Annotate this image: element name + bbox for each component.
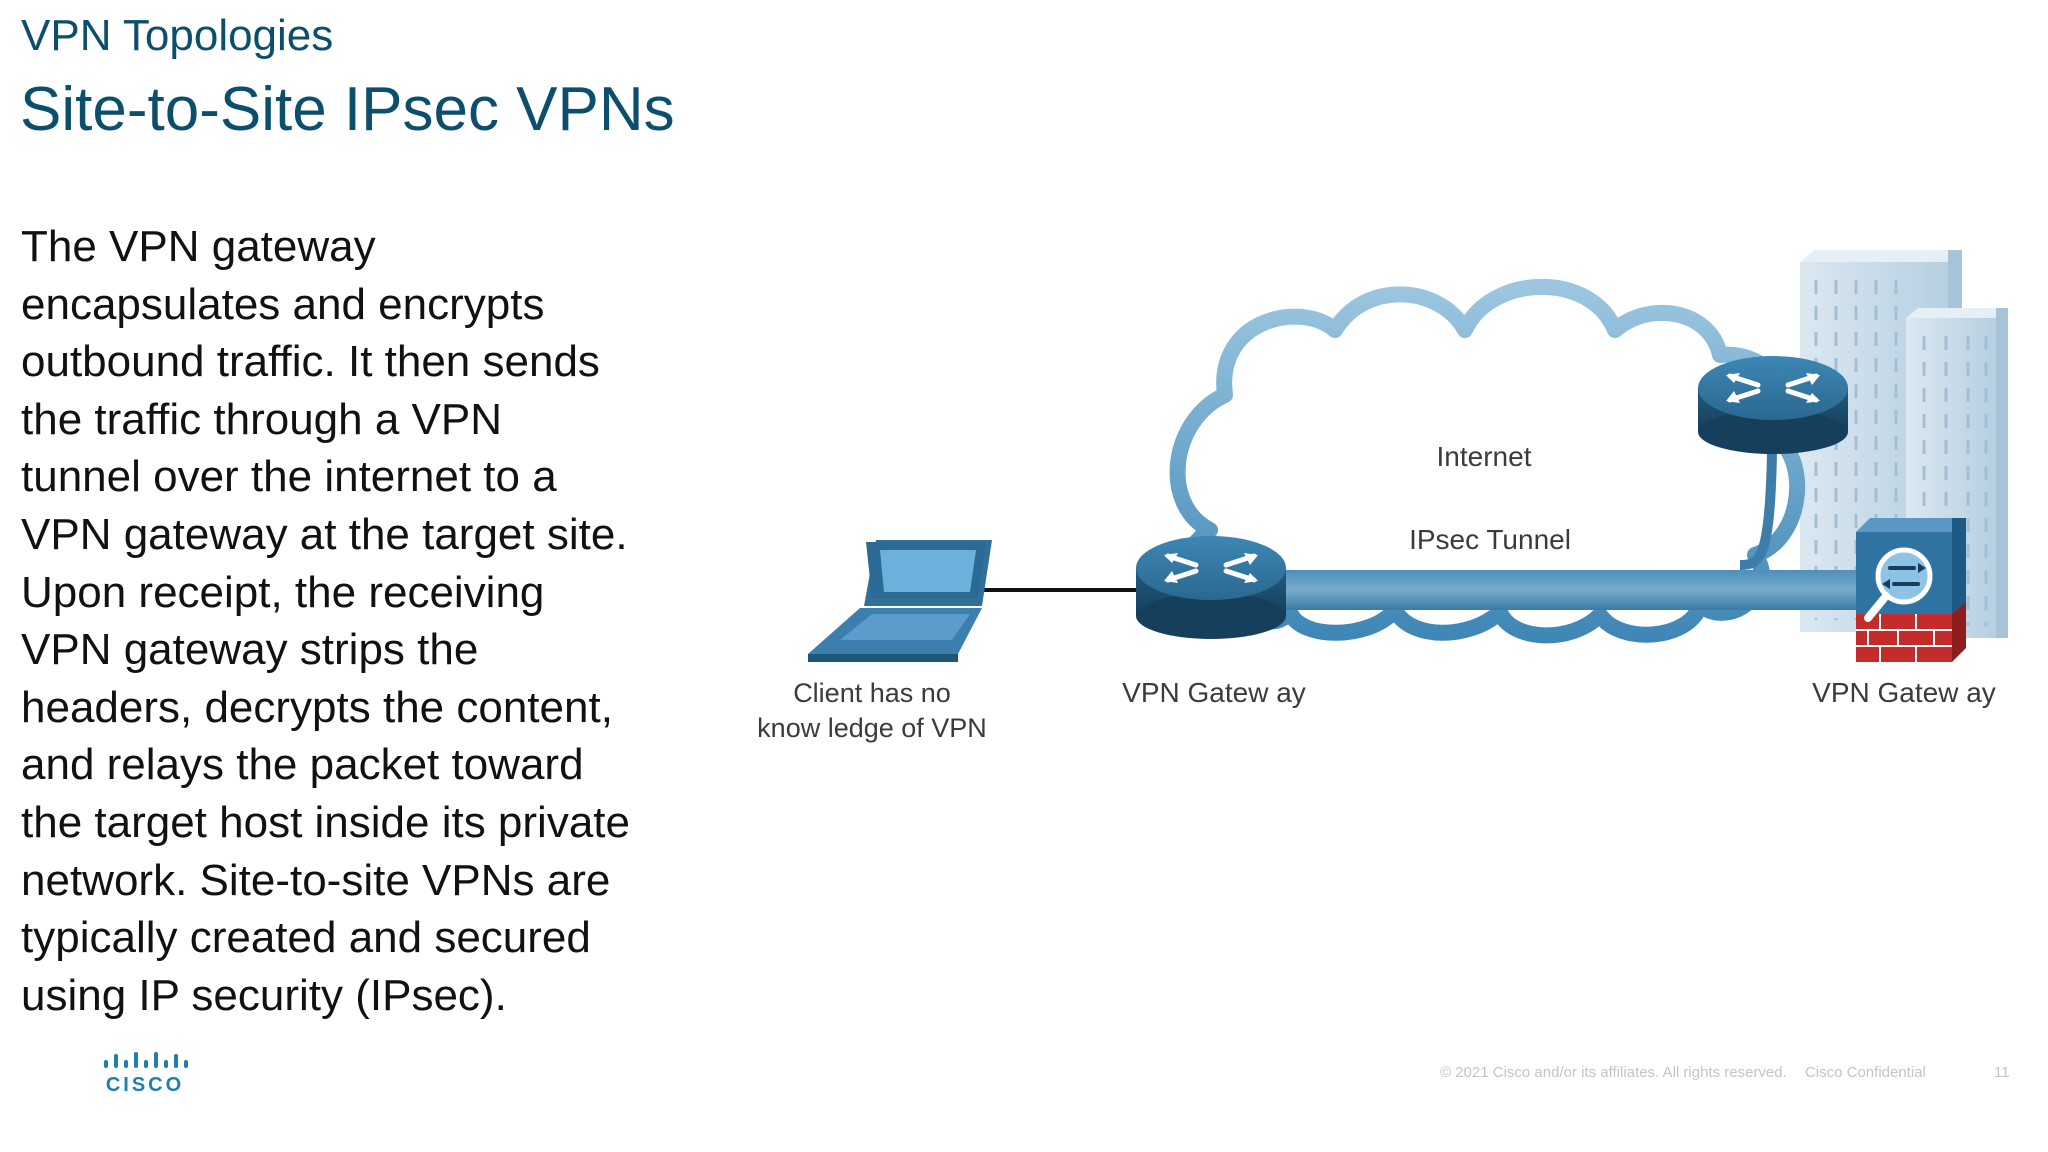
laptop-icon [808,540,992,662]
cloud-label: Internet [1437,441,1532,472]
body-line: tunnel over the internet to a [21,452,557,502]
right-gateway-label: VPN Gatew ay [1812,677,1996,708]
vpn-firewall-icon [1856,518,1966,662]
body-line: VPN gateway strips the [21,625,479,675]
body-line: Upon receipt, the receiving [21,567,545,617]
body-line: headers, decrypts the content, [21,682,613,732]
tunnel-label: IPsec Tunnel [1409,524,1571,555]
page-title: Site-to-Site IPsec VPNs [20,75,675,144]
cisco-logo: CISCO [100,1050,190,1098]
cisco-wordmark: CISCO [105,1074,185,1096]
copyright-text: © 2021 Cisco and/or its affiliates. All … [1440,1064,1787,1081]
wan-link [1739,451,1777,570]
body-line: typically created and secured [21,913,591,963]
edge-router-icon [1698,356,1848,454]
footer-text: © 2021 Cisco and/or its affiliates. All … [1440,1064,1940,1081]
client-label: know ledge of VPN [757,713,987,743]
body-line: and relays the packet toward [21,740,584,790]
page-number: 11 [1994,1064,2010,1081]
body-line: The VPN gateway [21,222,376,271]
confidential-text: Cisco Confidential [1804,1064,1926,1081]
cisco-bridge-icon [104,1052,188,1068]
body-line: VPN gateway at the target site. [21,509,628,559]
body-line: outbound traffic. It then sends [21,337,600,387]
body-line: using IP security (IPsec). [21,970,507,1020]
body-paragraph: The VPN gateway encapsulates and encrypt… [21,218,741,1024]
body-line: network. Site-to-site VPNs are [21,855,611,905]
body-line: encapsulates and encrypts [21,279,545,329]
ipsec-tunnel [1270,570,1870,610]
section-title: VPN Topologies [21,11,334,60]
body-line: the traffic through a VPN [21,394,503,444]
left-gateway-label: VPN Gatew ay [1122,677,1306,708]
body-line: the target host inside its private [21,797,630,847]
client-label: Client has no [793,678,951,708]
vpn-gateway-router-icon [1136,536,1286,639]
